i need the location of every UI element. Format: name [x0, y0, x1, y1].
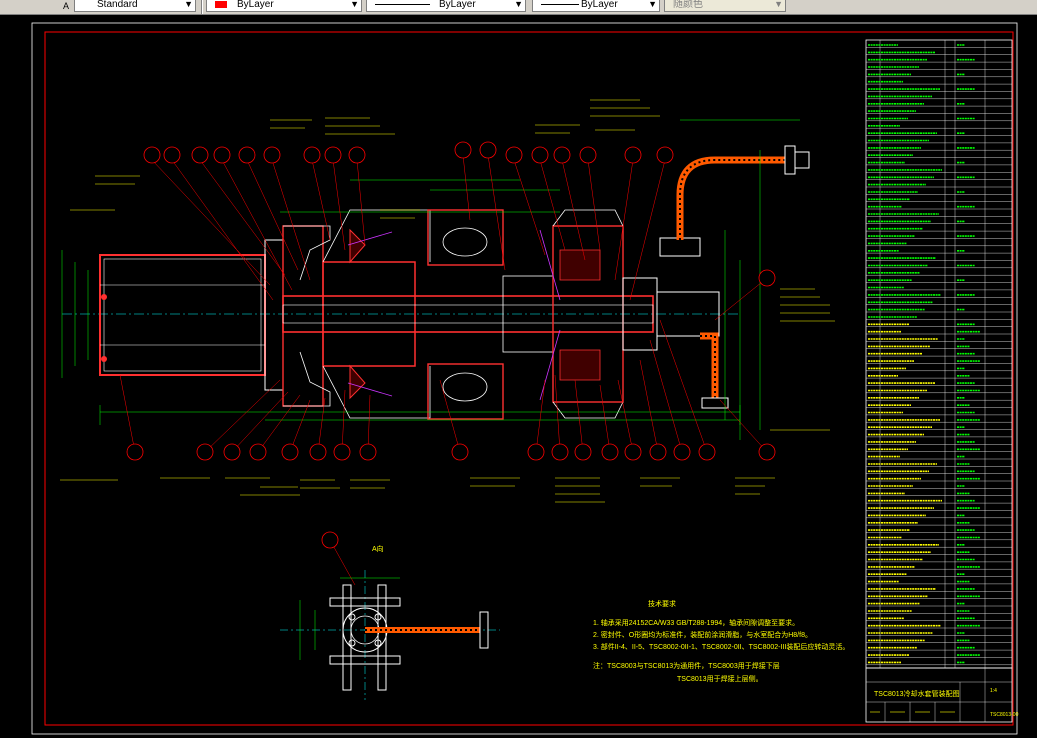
- linetype-value: ByLayer: [439, 0, 476, 10]
- hose-rib: [679, 159, 785, 240]
- chevron-down-icon: ▼: [184, 0, 193, 9]
- seal-line: [347, 382, 393, 397]
- weld-dot: [101, 294, 107, 300]
- title-block-frame: [865, 667, 1013, 723]
- linetype-sample-icon: [375, 4, 430, 5]
- housing-cap: [552, 209, 624, 227]
- flange-plate: [342, 584, 352, 691]
- note-1: 1. 轴承采用24152CA/W33 GB/T288-1994，轴承间隙调整至要…: [593, 618, 799, 627]
- properties-toolbar: A Standard ▼ ByLayer ▼ ByLayer ▼ ByLayer…: [0, 0, 1037, 15]
- hub-contour-bottom: [322, 365, 431, 419]
- chevron-down-icon: ▼: [514, 0, 523, 9]
- color-value: ByLayer: [237, 0, 274, 10]
- color-swatch-icon: [215, 1, 227, 8]
- rotary-joint-body: [656, 291, 720, 337]
- parts-list-table: [865, 39, 1013, 669]
- title-block-code: TSC8013-00: [990, 712, 1019, 718]
- bolt-bar: [329, 655, 401, 665]
- main-assembly-view: [60, 99, 835, 586]
- lineweight-sample-icon: [541, 4, 579, 5]
- sheet-border: [31, 22, 1018, 735]
- lineweight-value: ByLayer: [581, 0, 618, 10]
- hub: [322, 261, 416, 367]
- plotstyle-value: 随颜色: [673, 0, 703, 10]
- flange-plate: [377, 584, 387, 691]
- text-style-value: Standard: [97, 0, 138, 10]
- lineweight-dropdown[interactable]: ByLayer ▼: [532, 0, 660, 12]
- seal-line: [347, 231, 393, 246]
- chevron-down-icon: ▼: [774, 0, 783, 9]
- table-grid: [866, 40, 1012, 668]
- roller-bearing: [349, 228, 366, 264]
- shaft-bore: [282, 304, 654, 324]
- bolt-hole: [374, 613, 382, 621]
- color-dropdown[interactable]: ByLayer ▼: [206, 0, 362, 12]
- roller-wheel-top: [427, 209, 504, 266]
- roller-bearing: [559, 349, 601, 381]
- hose-flange: [701, 397, 729, 409]
- bent-hose-top: [676, 156, 785, 240]
- bolt-hole: [348, 613, 356, 621]
- hose-rib: [700, 335, 716, 398]
- plotstyle-dropdown: 随颜色 ▼: [664, 0, 786, 12]
- drawing-frame: [44, 31, 1014, 726]
- note-extra-1: 注：TSC8003与TSC8013为通用件，TSC8003用于焊接下层: [593, 661, 780, 670]
- title-block: TSC8013冷却水套管装配图 TSC8013-00 1:4: [865, 667, 1019, 723]
- table-entries: [868, 44, 980, 664]
- chevron-down-icon: ▼: [350, 0, 359, 9]
- jacket-tube-inner: [103, 258, 262, 372]
- toolbar-separator: [201, 0, 203, 14]
- notes-title: 技术要求: [648, 599, 676, 608]
- housing-cap: [552, 401, 624, 419]
- note-2: 2. 密封件、O形圈均为标准件，装配前涂润滑脂，与水室配合为H8/f8。: [593, 630, 812, 639]
- chevron-down-icon: ▼: [648, 0, 657, 9]
- title-block-name: TSC8013冷却水套管装配图: [874, 689, 960, 698]
- callout-text-lines: [60, 99, 835, 503]
- view-a: A向: [280, 544, 500, 700]
- text-style-icon[interactable]: A: [62, 1, 69, 11]
- dimension-lines: [61, 119, 800, 440]
- bolt-bar: [329, 597, 401, 607]
- text-style-dropdown[interactable]: Standard ▼: [74, 0, 196, 12]
- flange: [264, 239, 284, 391]
- hose-end-flange: [479, 611, 489, 649]
- technical-notes: 技术要求 1. 轴承采用24152CA/W33 GB/T288-1994，轴承间…: [593, 599, 849, 683]
- roller-wheel-bottom: [427, 363, 504, 420]
- bent-hose-bottom: [700, 332, 719, 398]
- bearing-housing-left: [282, 225, 324, 407]
- leader-lines: [119, 154, 768, 586]
- note-extra-2: TSC8013用于焊接上层侧。: [677, 674, 763, 683]
- seal-line: [539, 229, 561, 301]
- note-3: 3. 部件II-4、II-5、TSC8002-0II-1、TSC8002-0II…: [593, 642, 849, 651]
- hose-flange: [784, 145, 796, 175]
- hose-fitting: [794, 151, 810, 169]
- dimension-lines: [299, 577, 400, 660]
- bolt-hole: [348, 639, 356, 647]
- part-balloons: [126, 141, 776, 549]
- wheel-rim: [442, 227, 488, 257]
- shaft-sleeve: [502, 275, 554, 353]
- roller-bearing: [559, 249, 601, 281]
- jacket-tube: [99, 254, 266, 376]
- linetype-dropdown[interactable]: ByLayer ▼: [366, 0, 526, 12]
- weld-dot: [101, 356, 107, 362]
- seal-line: [539, 329, 561, 401]
- housing-contour: [283, 351, 331, 407]
- wheel-rim: [442, 372, 488, 402]
- bolt-hole: [374, 639, 382, 647]
- title-block-scale: 1:4: [990, 688, 997, 694]
- pipe-flange: [659, 237, 701, 257]
- drawing-canvas[interactable]: A向 技术要求 1. 轴承采用24152CA/W33 GB/T288-1994，…: [0, 15, 1037, 738]
- roller-bearing: [349, 364, 366, 400]
- view-label: A向: [372, 544, 384, 553]
